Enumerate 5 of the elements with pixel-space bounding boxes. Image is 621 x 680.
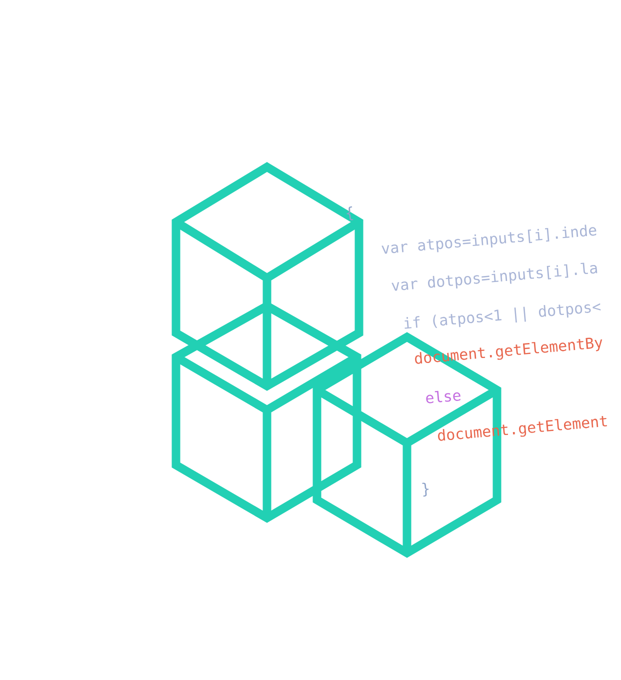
code-line: document.getElement	[438, 416, 607, 441]
code-line: }	[422, 482, 429, 497]
code-line: {	[346, 206, 354, 220]
code-line: else	[426, 390, 460, 404]
code-line: if (atpos<1 || dotpos<	[404, 303, 601, 329]
